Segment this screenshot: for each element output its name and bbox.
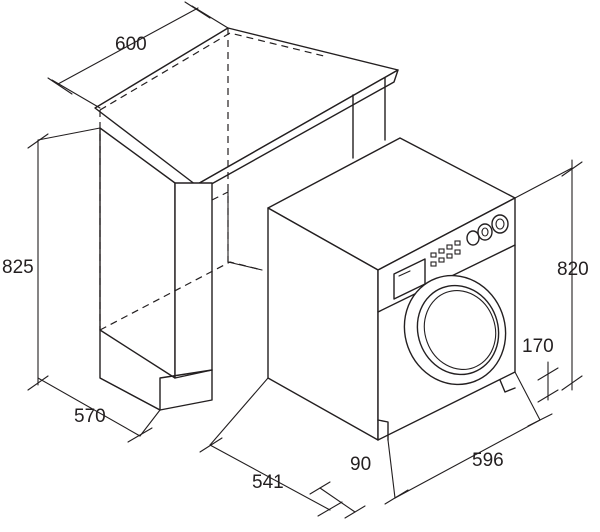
washing-machine — [267, 137, 516, 441]
dimension-labels: 600 825 570 541 90 596 820 170 — [2, 34, 589, 493]
label-kick-depth: 90 — [350, 454, 371, 475]
porthole-door — [403, 274, 507, 386]
control-knobs — [466, 214, 509, 246]
label-machine-width: 596 — [472, 450, 504, 471]
label-machine-depth: 541 — [252, 472, 284, 493]
niche-top-dashed — [99, 32, 329, 111]
label-top-width: 600 — [115, 34, 147, 55]
kitchen-cabinet — [94, 27, 399, 411]
label-cabinet-depth: 570 — [74, 406, 106, 427]
label-machine-height: 820 — [557, 259, 589, 280]
label-cabinet-height: 825 — [2, 257, 34, 278]
cabinet-side-panel — [99, 127, 176, 379]
dimension-lines — [27, 1, 583, 519]
cabinet-front-panel — [174, 182, 213, 379]
label-plinth-height: 170 — [522, 336, 554, 357]
program-buttons — [430, 240, 461, 267]
